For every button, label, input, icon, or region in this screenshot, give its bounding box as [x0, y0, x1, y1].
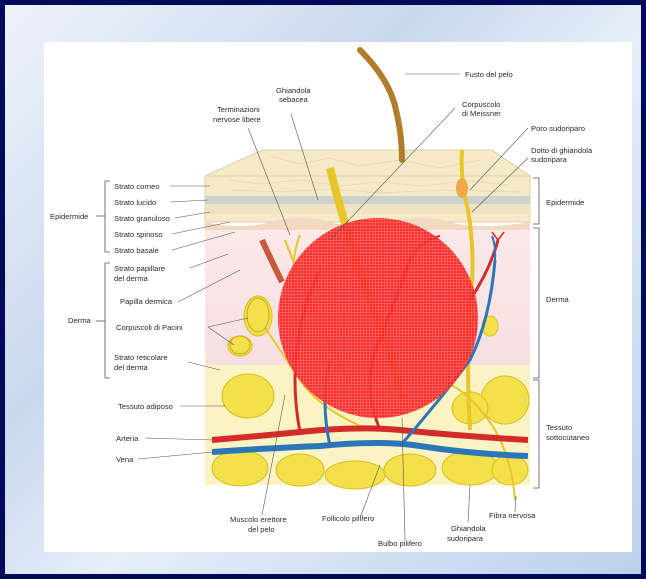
label-terminazioni-1: Terminazioni: [217, 105, 260, 114]
red-overlay-circle: [278, 218, 478, 418]
left-brackets: [96, 181, 110, 378]
label-fibra-nervosa: Fibra nervosa: [489, 511, 536, 520]
label-strato-lucido: Strato lucido: [114, 198, 156, 207]
label-corpuscolo-1: Corpuscolo: [462, 100, 500, 109]
label-sottocutaneo-1: Tessuto: [546, 423, 572, 432]
label-papillare-1: Strato papillare: [114, 264, 165, 273]
label-reticolare-1: Strato reticolare: [114, 353, 168, 362]
label-poro-sudoriparo: Poro sudoriparo: [531, 124, 585, 133]
label-epidermide-left: Epidermide: [50, 212, 88, 221]
label-strato-basale: Strato basale: [114, 246, 159, 255]
label-strato-corneo: Strato corneo: [114, 182, 160, 191]
label-reticolare-2: del derma: [114, 363, 149, 372]
label-epidermide-right: Epidermide: [546, 198, 584, 207]
label-dotto-1: Dotto di ghiandola: [531, 146, 593, 155]
right-brackets: [533, 178, 539, 488]
label-ghiandola-sebacea-2: sebacea: [279, 95, 308, 104]
label-follicolo: Follicolo pilifero: [322, 514, 374, 523]
label-ghiandola-sudoripara-2: sudoripara: [447, 534, 484, 543]
label-papilla-dermica: Papilla dermica: [120, 297, 173, 306]
label-arteria: Arteria: [116, 434, 139, 443]
label-ghiandola-sebacea-1: Ghiandola: [276, 86, 311, 95]
label-derma-left: Derma: [68, 316, 92, 325]
label-muscolo-2: del pelo: [248, 525, 275, 534]
label-sottocutaneo-2: sottocutaneo: [546, 433, 590, 442]
label-terminazioni-2: nervose libere: [213, 115, 261, 124]
label-vena: Vena: [116, 455, 134, 464]
label-strato-granuloso: Strato granuloso: [114, 214, 170, 223]
label-corpuscolo-2: di Meissner: [462, 109, 501, 118]
sweat-pore: [456, 178, 468, 198]
label-ghiandola-sudoripara-1: Ghiandola: [451, 524, 486, 533]
label-derma-right: Derma: [546, 295, 570, 304]
label-dotto-2: sudoripara: [531, 155, 568, 164]
label-muscolo-1: Muscolo erettore: [230, 515, 287, 524]
label-tessuto-adiposo: Tessuto adiposo: [118, 402, 173, 411]
label-strato-spinoso: Strato spinoso: [114, 230, 163, 239]
label-fusto-pelo: Fusto del pelo: [465, 70, 513, 79]
label-bulbo: Bulbo pilifero: [378, 539, 422, 548]
label-papillare-2: del derma: [114, 274, 149, 283]
label-pacini: Corpuscoli di Pacini: [116, 323, 183, 332]
